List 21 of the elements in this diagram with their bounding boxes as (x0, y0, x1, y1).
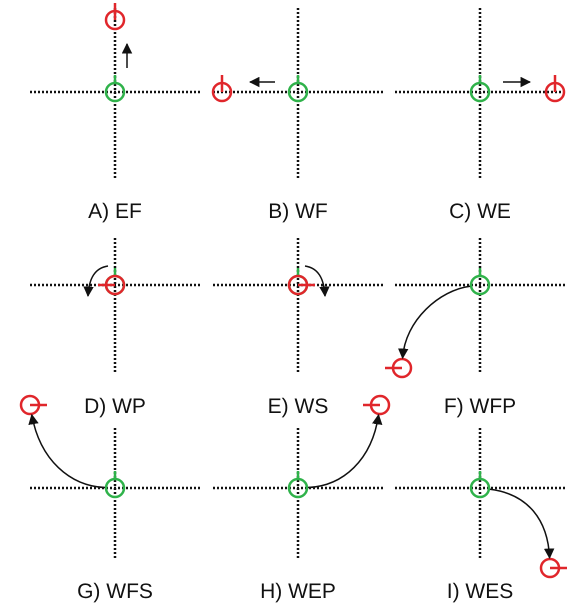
panel-caption: F) WFP (444, 395, 516, 419)
end-position-circle (385, 358, 412, 378)
end-position-circle (540, 558, 567, 578)
curved-arrow (398, 286, 470, 360)
end-position-circle (20, 394, 47, 416)
panel-caption: I) WES (446, 580, 514, 604)
curved-arrow (308, 414, 382, 488)
start-position-circle (470, 268, 490, 296)
panel-caption: A) EF (88, 200, 142, 224)
curved-arrow (490, 488, 554, 560)
panel-caption: D) WP (84, 395, 146, 419)
curved-arrow (28, 414, 106, 488)
end-position-circle (363, 394, 390, 416)
panel-caption: H) WEP (260, 580, 336, 604)
start-position-circle (104, 471, 126, 498)
start-position-circle (470, 471, 490, 498)
start-position-circle (288, 471, 308, 498)
panel-caption: B) WF (268, 200, 328, 224)
panel-caption: C) WE (449, 200, 511, 224)
panel-caption: E) WS (268, 395, 328, 419)
panel-caption: G) WFS (77, 580, 153, 604)
